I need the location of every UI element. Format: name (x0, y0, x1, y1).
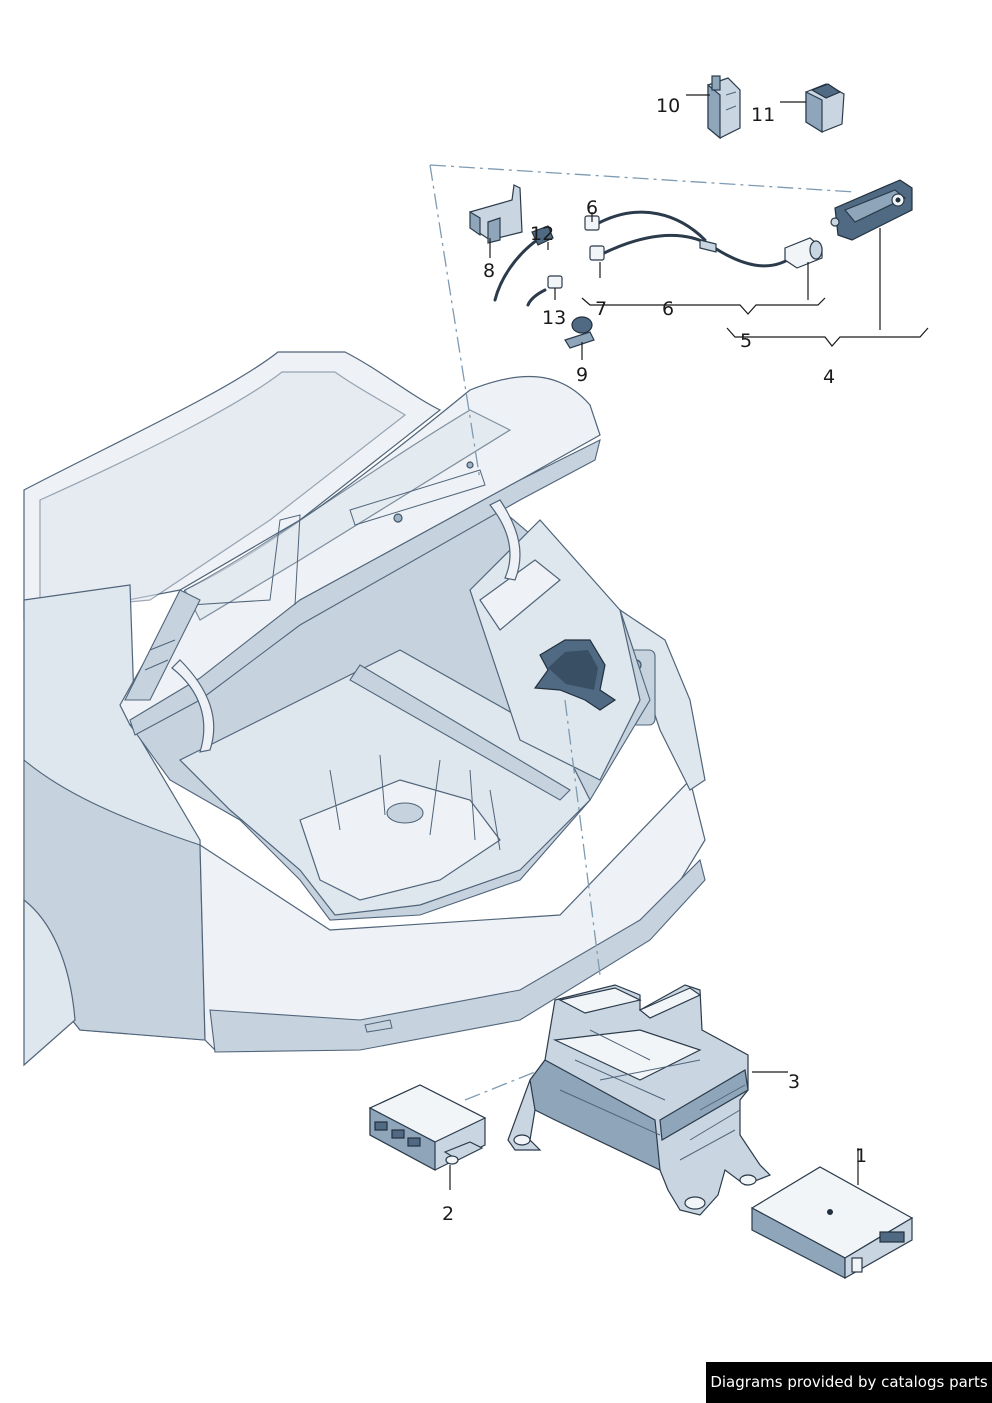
part-4-camera-handle (830, 179, 913, 241)
leader-lines (449, 94, 929, 1190)
credit-banner: Diagrams provided by catalogs parts (706, 1362, 992, 1403)
callout-12: 12 (530, 223, 554, 245)
part-9-grommet (564, 316, 595, 349)
callout-13: 13 (542, 307, 566, 329)
part-1-control-unit (750, 1166, 914, 1280)
part-11-connector (805, 83, 845, 134)
callout-7: 7 (595, 298, 607, 320)
callout-1: 1 (855, 1145, 867, 1167)
wiring-harness (493, 210, 823, 307)
callout-3: 3 (788, 1071, 800, 1093)
callout-8: 8 (483, 260, 495, 282)
part-10-bracket (707, 75, 741, 140)
part-8-holder (469, 184, 523, 244)
car-rear-body (23, 351, 706, 1067)
callout-5: 5 (740, 330, 752, 352)
callout-11: 11 (751, 104, 775, 126)
callout-6-top: 6 (586, 197, 598, 219)
callout-6-bracket: 6 (662, 298, 674, 320)
callouts: 1 2 3 4 5 6 6 7 8 9 10 11 12 13 (442, 95, 867, 1225)
part-2-control-unit (368, 1084, 487, 1172)
part-3-mounting-bracket (507, 984, 772, 1216)
callout-9: 9 (576, 364, 588, 386)
callout-4: 4 (823, 366, 835, 388)
guide-lines (429, 164, 856, 1101)
callout-2: 2 (442, 1203, 454, 1225)
callout-10: 10 (656, 95, 680, 117)
